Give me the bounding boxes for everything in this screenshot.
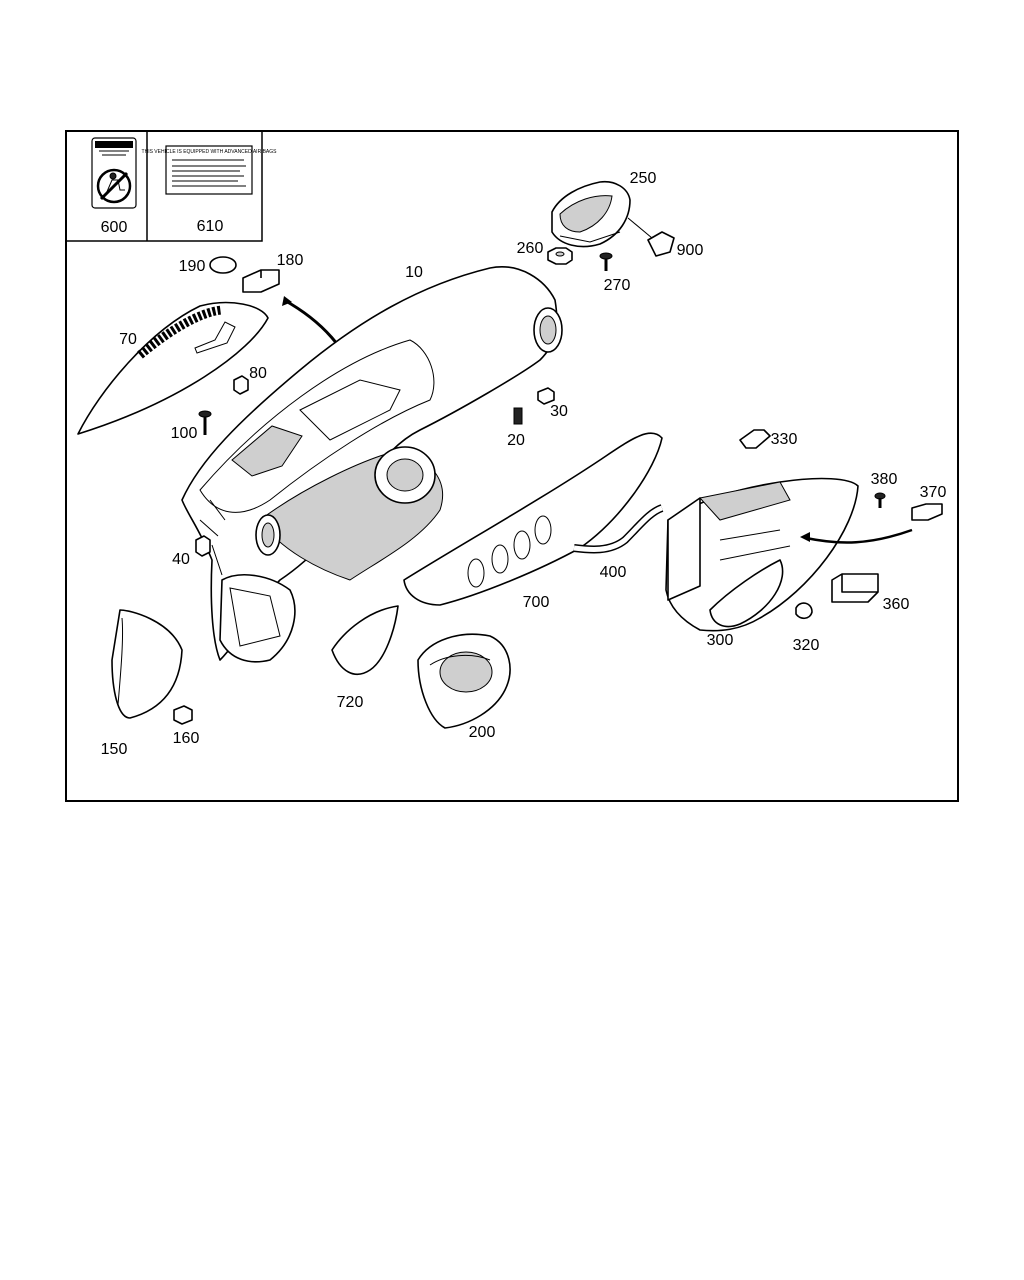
screw-100[interactable] xyxy=(198,410,212,435)
callout-70: 70 xyxy=(119,331,137,348)
compartment-insert-360[interactable] xyxy=(831,573,879,603)
callout-160: 160 xyxy=(173,730,200,747)
cover-720[interactable] xyxy=(331,605,399,675)
trim-strip-700[interactable] xyxy=(403,432,663,606)
callout-260: 260 xyxy=(517,240,544,257)
label-900[interactable] xyxy=(647,231,675,257)
callout-720: 720 xyxy=(337,694,364,711)
clip-30[interactable] xyxy=(537,387,555,405)
dashboard-carrier-10[interactable] xyxy=(181,266,563,663)
diagram-frame xyxy=(65,130,959,802)
clip-80[interactable] xyxy=(233,375,249,395)
clip-20[interactable] xyxy=(513,407,523,425)
cap-190[interactable] xyxy=(209,256,237,274)
clip-40[interactable] xyxy=(195,535,211,557)
callout-270: 270 xyxy=(604,277,631,294)
airbag-label-heading: THIS VEHICLE IS EQUIPPED WITH ADVANCED A… xyxy=(142,149,278,155)
callout-320: 320 xyxy=(793,637,820,654)
callout-700: 700 xyxy=(523,594,550,611)
callout-900: 900 xyxy=(677,242,704,259)
switch-330[interactable] xyxy=(739,429,771,449)
callout-300: 300 xyxy=(707,632,734,649)
callout-330: 330 xyxy=(771,431,798,448)
lock-370[interactable] xyxy=(911,503,943,521)
callout-180: 180 xyxy=(277,252,304,269)
warning-sticker-600[interactable] xyxy=(91,137,137,209)
callout-370: 370 xyxy=(920,484,947,501)
callout-190: 190 xyxy=(179,258,206,275)
callout-30: 30 xyxy=(550,403,568,420)
callout-80: 80 xyxy=(249,365,267,382)
callout-10: 10 xyxy=(405,264,423,281)
nut-260[interactable] xyxy=(547,247,573,265)
callout-20: 20 xyxy=(507,432,525,449)
screw-270[interactable] xyxy=(599,252,613,271)
callout-labels: 600 610 10 20 30 40 70 80 100 150 160 18… xyxy=(101,170,947,758)
assembly-arrow-right xyxy=(805,528,913,544)
callout-360: 360 xyxy=(883,596,910,613)
steering-column-shroud-200[interactable] xyxy=(417,633,511,729)
callout-100: 100 xyxy=(171,425,198,442)
screw-380[interactable] xyxy=(874,492,886,508)
callout-200: 200 xyxy=(469,724,496,741)
clip-320[interactable] xyxy=(795,602,813,620)
glove-box-300[interactable] xyxy=(665,477,859,632)
callout-400: 400 xyxy=(600,564,627,581)
passenger-airbag-module-250[interactable] xyxy=(551,180,631,248)
pad-180[interactable] xyxy=(242,269,280,293)
callout-610: 610 xyxy=(197,218,224,235)
callout-380: 380 xyxy=(871,471,898,488)
callout-600: 600 xyxy=(101,219,128,236)
upper-trim-panel-70[interactable] xyxy=(77,301,269,435)
label-box-border xyxy=(66,131,263,242)
callout-150: 150 xyxy=(101,741,128,758)
clip-160[interactable] xyxy=(173,705,193,725)
side-trim-panel-150[interactable] xyxy=(111,609,183,719)
callout-40: 40 xyxy=(172,551,190,568)
callout-250: 250 xyxy=(630,170,657,187)
airbag-label-610[interactable]: THIS VEHICLE IS EQUIPPED WITH ADVANCED A… xyxy=(142,145,278,195)
